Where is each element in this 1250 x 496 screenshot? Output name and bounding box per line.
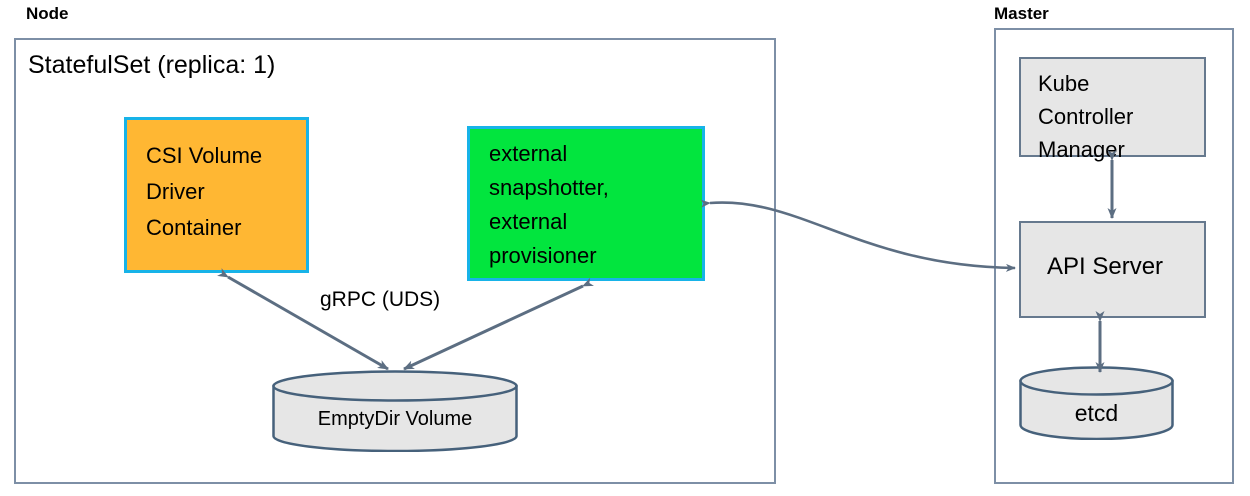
external-line-4: provisioner bbox=[489, 243, 597, 268]
kcm-line-3: Manager bbox=[1038, 137, 1125, 162]
emptydir-volume-cylinder[interactable]: EmptyDir Volume bbox=[272, 370, 518, 453]
csi-line-2: Driver bbox=[146, 179, 205, 204]
kcm-line-1: Kube bbox=[1038, 71, 1090, 96]
external-snapshotter-provisioner-container[interactable]: external snapshotter, external provision… bbox=[467, 126, 705, 281]
emptydir-volume-shape bbox=[272, 370, 518, 453]
master-zone-label: Master bbox=[994, 4, 1049, 23]
external-container-label: external snapshotter, external provision… bbox=[489, 137, 694, 273]
etcd-cylinder[interactable]: etcd bbox=[1019, 366, 1174, 441]
external-line-2: snapshotter, bbox=[489, 175, 609, 200]
kcm-line-2: Controller bbox=[1038, 104, 1134, 129]
statefulset-title: StatefulSet (replica: 1) bbox=[28, 51, 276, 79]
kube-controller-manager-label: Kube Controller Manager bbox=[1038, 67, 1196, 166]
grpc-uds-label: gRPC (UDS) bbox=[320, 288, 441, 311]
etcd-shape bbox=[1019, 366, 1174, 441]
csi-line-1: CSI Volume bbox=[146, 143, 263, 168]
csi-line-3: Container bbox=[146, 215, 242, 240]
kube-controller-manager-box[interactable]: Kube Controller Manager bbox=[1019, 57, 1206, 162]
csi-volume-driver-container-label: CSI Volume Driver Container bbox=[146, 138, 298, 246]
external-line-3: external bbox=[489, 209, 568, 234]
api-server-label: API Server bbox=[1047, 253, 1164, 280]
node-zone-label: Node bbox=[26, 4, 69, 23]
external-line-1: external bbox=[489, 141, 568, 166]
csi-volume-driver-container[interactable]: CSI Volume Driver Container bbox=[124, 117, 309, 273]
api-server-box[interactable]: API Server bbox=[1019, 221, 1206, 318]
